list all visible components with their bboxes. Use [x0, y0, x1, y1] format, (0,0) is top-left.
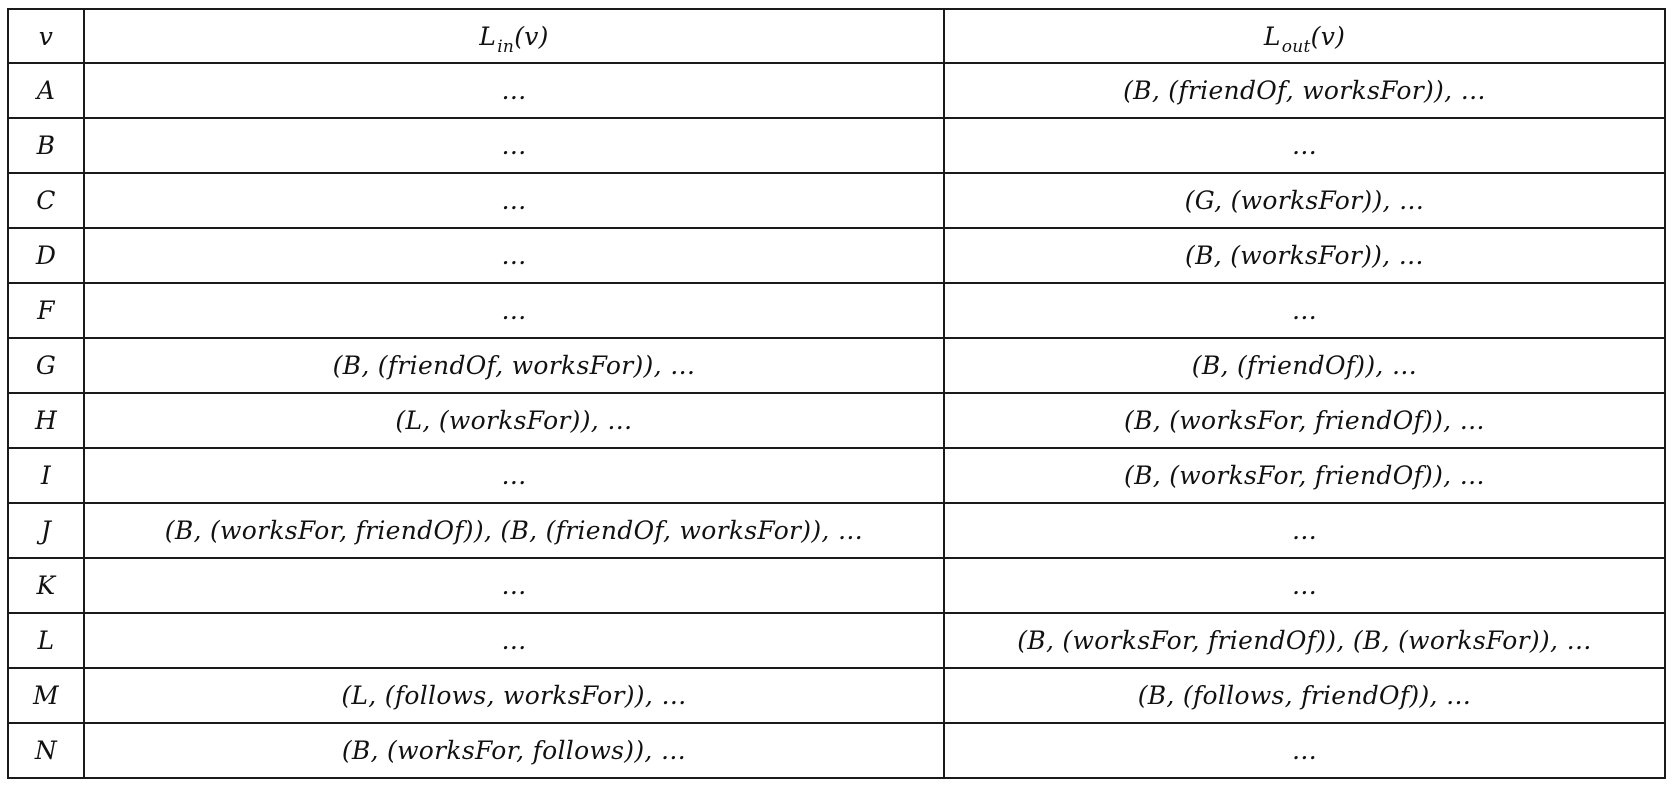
cell-v: M: [7, 667, 85, 724]
cell-lout: (B, (follows, friendOf)), …: [943, 667, 1666, 724]
header-lout-base: L: [1263, 21, 1281, 51]
header-lin: Lin(v): [83, 8, 945, 64]
header-v: v: [7, 8, 85, 64]
table-row: N (B, (worksFor, follows)), … …: [7, 722, 1666, 779]
cell-lin: (L, (follows, worksFor)), …: [83, 667, 945, 724]
cell-lin: …: [83, 62, 945, 119]
cell-v: F: [7, 282, 85, 339]
table-row: A … (B, (friendOf, worksFor)), …: [7, 62, 1666, 119]
header-lin-arg: (v): [514, 21, 549, 51]
cell-lout: …: [943, 722, 1666, 779]
header-lin-sub: in: [497, 36, 515, 57]
cell-lin: …: [83, 172, 945, 229]
table-row: I … (B, (worksFor, friendOf)), …: [7, 447, 1666, 504]
cell-lin: …: [83, 117, 945, 174]
cell-v: L: [7, 612, 85, 669]
cell-v: B: [7, 117, 85, 174]
cell-lin: …: [83, 557, 945, 614]
cell-lout: (G, (worksFor)), …: [943, 172, 1666, 229]
cell-lout: …: [943, 502, 1666, 559]
cell-lout: (B, (worksFor, friendOf)), …: [943, 447, 1666, 504]
cell-lin: (L, (worksFor)), …: [83, 392, 945, 449]
cell-lout: …: [943, 557, 1666, 614]
cell-v: G: [7, 337, 85, 394]
cell-lin: (B, (worksFor, follows)), …: [83, 722, 945, 779]
cell-lin: …: [83, 227, 945, 284]
cell-v: A: [7, 62, 85, 119]
table-row: L … (B, (worksFor, friendOf)), (B, (work…: [7, 612, 1666, 669]
cell-lin: …: [83, 447, 945, 504]
cell-v: N: [7, 722, 85, 779]
header-lout: Lout(v): [943, 8, 1666, 64]
table-row: M (L, (follows, worksFor)), … (B, (follo…: [7, 667, 1666, 724]
table-row: B … …: [7, 117, 1666, 174]
table-row: K … …: [7, 557, 1666, 614]
table-row: C … (G, (worksFor)), …: [7, 172, 1666, 229]
cell-lout: (B, (friendOf)), …: [943, 337, 1666, 394]
cell-v: D: [7, 227, 85, 284]
cell-v: H: [7, 392, 85, 449]
cell-lout: …: [943, 282, 1666, 339]
cell-lout: (B, (worksFor)), …: [943, 227, 1666, 284]
table-row: D … (B, (worksFor)), …: [7, 227, 1666, 284]
cell-lout: (B, (friendOf, worksFor)), …: [943, 62, 1666, 119]
table-header-row: v Lin(v) Lout(v): [7, 8, 1666, 64]
cell-v: K: [7, 557, 85, 614]
cell-lin: (B, (worksFor, friendOf)), (B, (friendOf…: [83, 502, 945, 559]
table-row: H (L, (worksFor)), … (B, (worksFor, frie…: [7, 392, 1666, 449]
header-lin-base: L: [479, 21, 497, 51]
table-row: G (B, (friendOf, worksFor)), … (B, (frie…: [7, 337, 1666, 394]
cell-v: I: [7, 447, 85, 504]
table-row: J (B, (worksFor, friendOf)), (B, (friend…: [7, 502, 1666, 559]
cell-lin: (B, (friendOf, worksFor)), …: [83, 337, 945, 394]
table-row: F … …: [7, 282, 1666, 339]
cell-lin: …: [83, 612, 945, 669]
cell-lout: …: [943, 117, 1666, 174]
cell-v: J: [7, 502, 85, 559]
cell-lout: (B, (worksFor, friendOf)), (B, (worksFor…: [943, 612, 1666, 669]
cell-lout: (B, (worksFor, friendOf)), …: [943, 392, 1666, 449]
header-lout-sub: out: [1281, 36, 1311, 57]
label-table: v Lin(v) Lout(v) A … (B, (friendOf, work…: [7, 8, 1666, 779]
cell-v: C: [7, 172, 85, 229]
header-lout-arg: (v): [1310, 21, 1346, 51]
cell-lin: …: [83, 282, 945, 339]
